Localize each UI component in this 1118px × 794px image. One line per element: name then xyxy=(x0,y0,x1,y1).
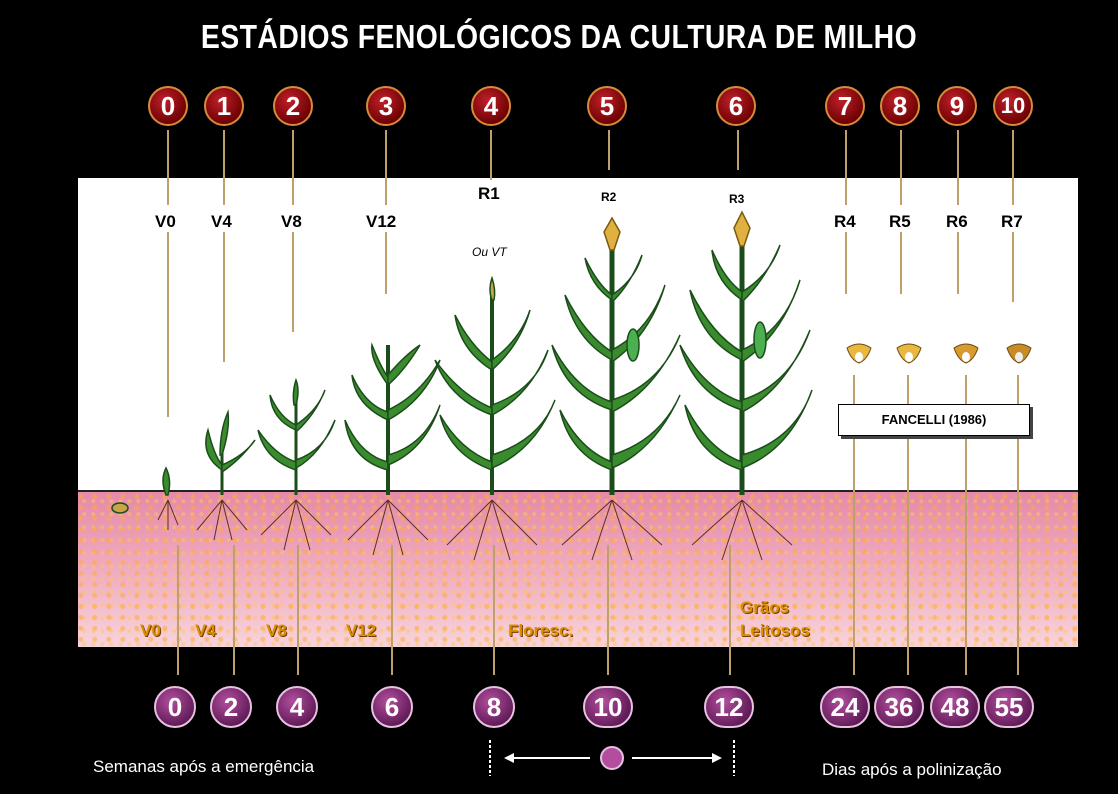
stage-r2: R2 xyxy=(601,190,617,204)
soil-layer xyxy=(78,490,1078,647)
soil-label-v0: V0 xyxy=(140,621,161,640)
top-circle-10: 10 xyxy=(993,86,1033,126)
bottom-circle-12: 12 xyxy=(704,686,754,728)
bottom-circle-36: 36 xyxy=(874,686,924,728)
soil-label-v4: V4 xyxy=(195,621,216,640)
kernel-r5-icon xyxy=(896,343,922,364)
stage-r4: R4 xyxy=(834,212,856,231)
soil-label-v12: V12 xyxy=(346,621,377,640)
bottom-circle-8: 8 xyxy=(473,686,515,728)
stage-r7: R7 xyxy=(1001,212,1023,231)
top-circle-9: 9 xyxy=(937,86,977,126)
stage-v0: V0 xyxy=(155,212,176,231)
top-circle-2: 2 xyxy=(273,86,313,126)
timeline-arrows xyxy=(489,740,735,776)
top-circle-7: 7 xyxy=(825,86,865,126)
top-circle-1: 1 xyxy=(204,86,244,126)
caption-days: Dias após a polinização xyxy=(822,760,1002,779)
top-circle-8: 8 xyxy=(880,86,920,126)
soil-label-milky-2: Leitosos xyxy=(740,621,810,640)
bottom-circle-48: 48 xyxy=(930,686,980,728)
top-circle-0: 0 xyxy=(148,86,188,126)
bottom-circle-24: 24 xyxy=(820,686,870,728)
diagram-title: ESTÁDIOS FENOLÓGICOS DA CULTURA DE MILHO xyxy=(200,18,918,55)
stage-v12: V12 xyxy=(366,212,397,231)
top-circle-3: 3 xyxy=(366,86,406,126)
stage-r1: R1 xyxy=(478,184,500,203)
bottom-circle-2: 2 xyxy=(210,686,252,728)
soil-label-milky-1: Grãos xyxy=(740,598,790,617)
bottom-circle-55: 55 xyxy=(984,686,1034,728)
bottom-circle-10: 10 xyxy=(583,686,633,728)
top-circle-4: 4 xyxy=(471,86,511,126)
bottom-circle-4: 4 xyxy=(276,686,318,728)
top-circle-6: 6 xyxy=(716,86,756,126)
top-circle-5: 5 xyxy=(587,86,627,126)
stage-r3: R3 xyxy=(729,192,745,206)
kernel-r7-icon xyxy=(1006,343,1032,364)
caption-weeks: Semanas após a emergência xyxy=(93,757,315,776)
kernel-r4-icon xyxy=(846,343,872,364)
stage-v4: V4 xyxy=(211,212,232,231)
stage-v8: V8 xyxy=(281,212,302,231)
kernel-r6-icon xyxy=(953,343,979,364)
soil-label-flowering: Floresc. xyxy=(508,621,574,640)
bottom-circle-0: 0 xyxy=(154,686,196,728)
soil-label-v8: V8 xyxy=(266,621,287,640)
stage-r5: R5 xyxy=(889,212,911,231)
stage-r6: R6 xyxy=(946,212,968,231)
reference-label: FANCELLI (1986) xyxy=(838,404,1030,436)
stage-r1-alt: Ou VT xyxy=(472,245,507,259)
bottom-circle-6: 6 xyxy=(371,686,413,728)
